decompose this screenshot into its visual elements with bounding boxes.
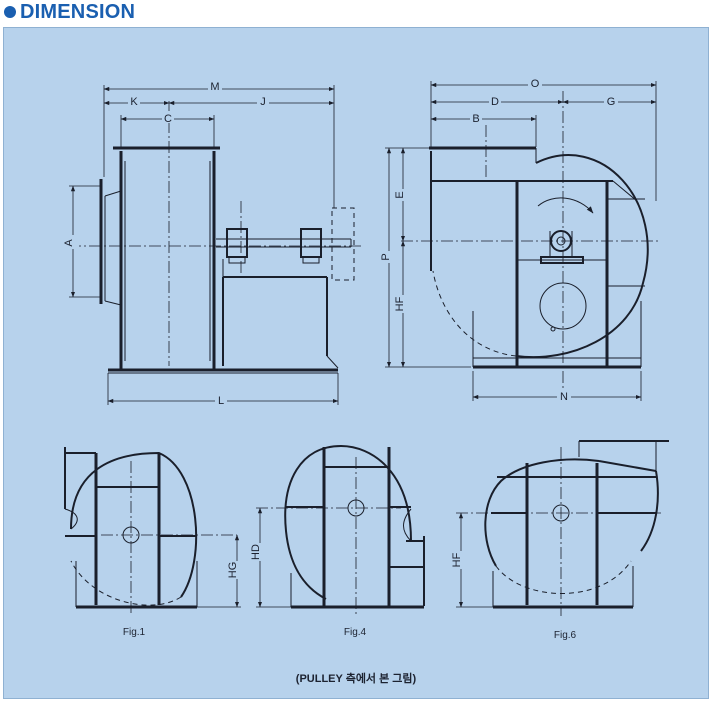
figure-6: HF Fig.6	[451, 440, 669, 641]
fig6-label: Fig.6	[554, 630, 577, 641]
front-scroll-outer	[515, 154, 649, 358]
fig1-label: Fig.1	[123, 627, 146, 638]
bullet-icon	[4, 6, 16, 18]
front-scroll-hidden	[432, 270, 517, 357]
fig4-cutoff	[403, 508, 412, 542]
dim-label-a: A	[63, 239, 75, 247]
dim-label-o: O	[531, 78, 540, 90]
front-inlet-bolt	[550, 326, 556, 332]
side-bearing-2-block	[302, 256, 320, 264]
dim-label-d: D	[491, 96, 499, 108]
side-bearing-1-block	[228, 256, 246, 264]
fig6-frame-diag	[598, 460, 657, 472]
fig4-dim-label: HD	[250, 544, 262, 560]
caption: (PULLEY 측에서 본 그림)	[296, 671, 417, 685]
fig4-scroll	[284, 444, 412, 600]
fig6-dim-label: HF	[451, 552, 463, 567]
fig1-scroll	[70, 451, 198, 598]
dim-label-c: C	[164, 113, 172, 125]
dim-label-b: B	[472, 113, 479, 125]
side-inlet-cone-top	[104, 190, 122, 197]
dim-label-j: J	[260, 96, 266, 108]
fig4-label: Fig.4	[344, 627, 367, 638]
page-title: DIMENSION	[20, 1, 136, 23]
dim-label-hf: HF	[394, 296, 406, 311]
front-bearing-base	[540, 256, 584, 264]
fig6-scroll-hidden	[495, 560, 632, 594]
drawing-panel: M K J C A L	[3, 27, 709, 699]
fig6-scroll	[484, 458, 600, 567]
dim-label-g: G	[607, 96, 616, 108]
fig1-cutoff	[64, 508, 78, 530]
fig1-scroll-hidden	[70, 560, 182, 606]
side-bearing-2	[300, 228, 322, 258]
front-view: O D G B E P HF N	[380, 77, 661, 403]
dim-label-m: M	[210, 81, 219, 93]
dim-label-e: E	[394, 191, 406, 198]
dimension-drawing: M K J C A L	[63, 77, 669, 685]
dim-label-p: P	[380, 253, 392, 260]
dim-label-n: N	[560, 391, 568, 403]
dim-label-k: K	[130, 96, 138, 108]
side-view: M K J C A L	[63, 80, 361, 407]
fig1-dim-label: HG	[227, 562, 239, 579]
fig6-scroll-right	[640, 470, 659, 552]
side-bearing-1	[226, 228, 248, 258]
figure-4: HD Fig.4	[250, 444, 425, 638]
header: DIMENSION	[0, 0, 714, 26]
rotation-arrow-icon	[537, 197, 594, 214]
side-pulley	[331, 207, 355, 281]
side-pedestal-slope	[326, 355, 339, 369]
side-inlet-cone-bottom	[104, 300, 122, 306]
dim-label-l: L	[218, 395, 224, 407]
front-frame-corner	[612, 180, 638, 202]
figure-1: HG Fig.1	[64, 447, 242, 638]
